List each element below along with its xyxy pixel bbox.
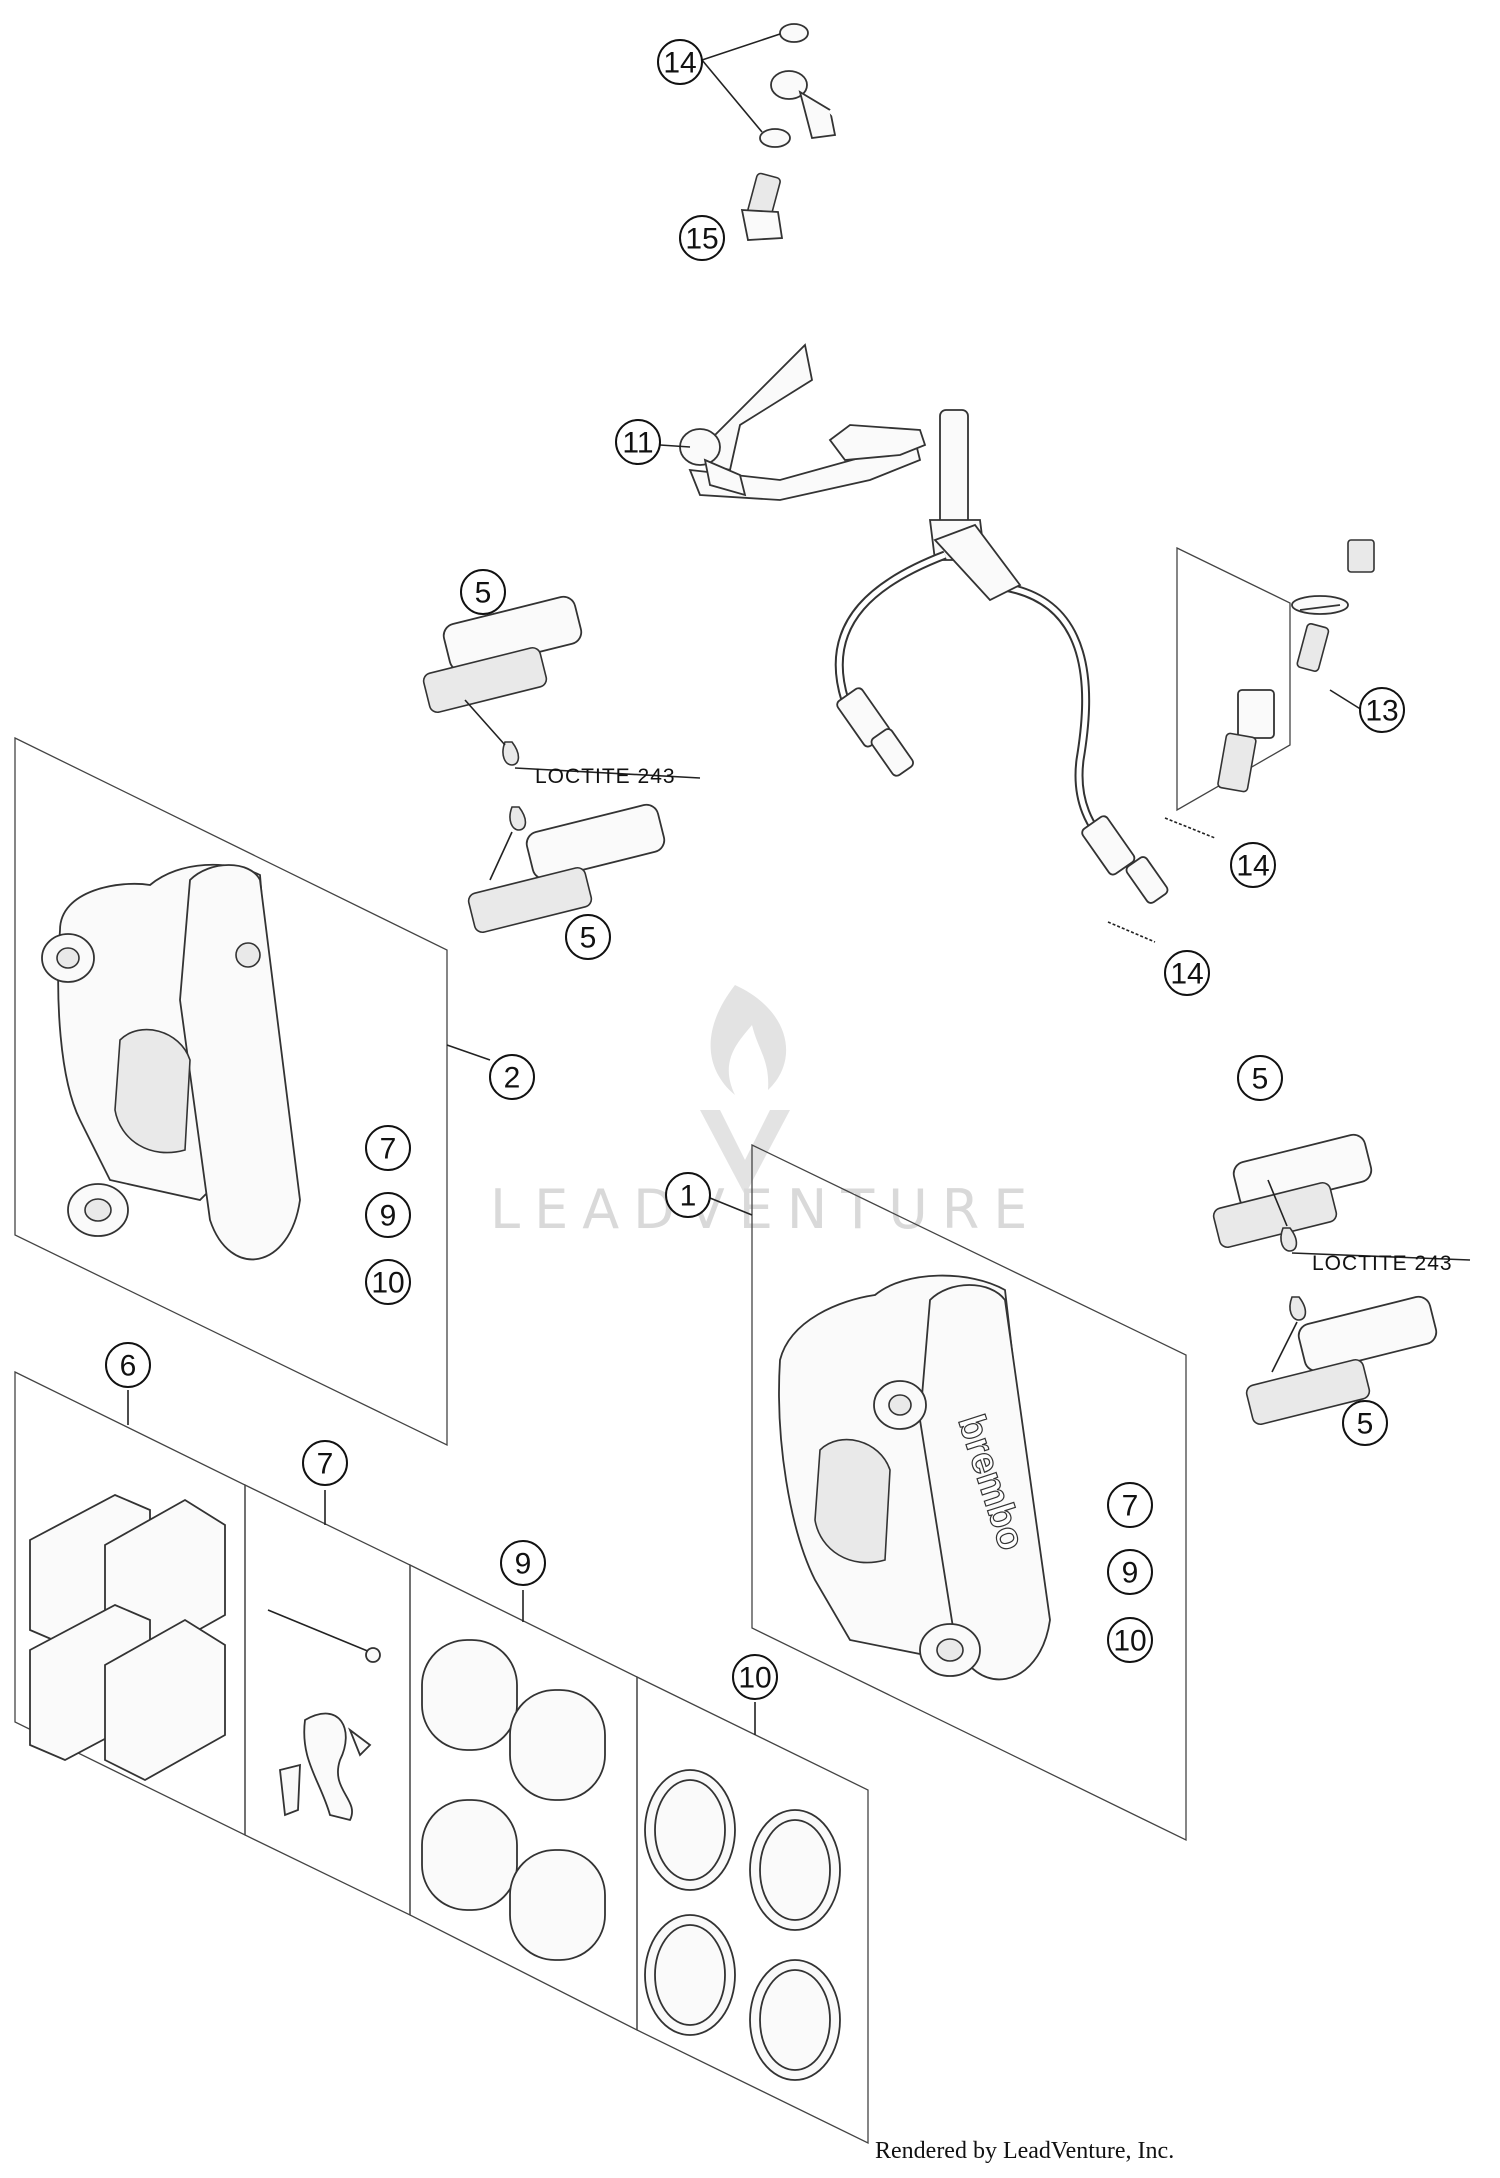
svg-text:10: 10 (738, 1662, 771, 1695)
svg-text:7: 7 (317, 1448, 334, 1481)
pistons-panel (409, 1563, 638, 2032)
brake-hose-assembly (759, 23, 1169, 904)
svg-text:7: 7 (380, 1133, 397, 1166)
svg-text:10: 10 (371, 1267, 404, 1300)
svg-text:6: 6 (120, 1350, 137, 1383)
svg-text:11: 11 (622, 427, 653, 460)
callout-11: 11 (615, 419, 661, 465)
callout-10-caliper-2: 10 (365, 1259, 411, 1305)
svg-text:5: 5 (580, 922, 597, 955)
callout-1: 1 (665, 1172, 711, 1218)
leadventure-watermark: LEADVENTURE (490, 985, 1041, 1241)
loctite-note-right: LOCTITE 243 (1312, 1252, 1453, 1275)
callout-6: 6 (105, 1342, 151, 1388)
callout-14-top: 14 (657, 39, 703, 85)
piston-seals (644, 1769, 841, 2081)
bleeder-kit-parts (1217, 539, 1375, 793)
springs (1107, 817, 1216, 943)
hose-junction-fitting (939, 409, 969, 531)
caliper-pin-kit (267, 1609, 381, 1822)
callout-10-caliper-1: 10 (1107, 1617, 1153, 1663)
loctite-note-left: LOCTITE 243 (535, 765, 676, 788)
svg-text:5: 5 (475, 577, 492, 610)
svg-text:5: 5 (1357, 1408, 1374, 1441)
callout-5-upper-left: 5 (460, 569, 506, 615)
mounting-bolts-left (422, 595, 666, 934)
mounting-bolts-right (1212, 1133, 1438, 1426)
svg-text:5: 5 (1252, 1063, 1269, 1096)
sealing-washer-top (779, 23, 809, 43)
callout-13: 13 (1359, 687, 1405, 733)
svg-text:7: 7 (1122, 1490, 1139, 1523)
brake-caliper-2 (41, 863, 301, 1261)
svg-text:2: 2 (504, 1062, 521, 1095)
banjo-bolt (740, 172, 784, 241)
svg-text:14: 14 (1236, 850, 1269, 883)
callout-7-caliper-2: 7 (365, 1125, 411, 1171)
svg-text:10: 10 (1113, 1625, 1146, 1658)
pin-kit-panel (244, 1483, 411, 1917)
callout-9-caliper-1: 9 (1107, 1549, 1153, 1595)
callout-14-bottom: 14 (1164, 950, 1210, 996)
svg-text:15: 15 (685, 223, 718, 256)
watermark-text: LEADVENTURE (490, 1178, 1041, 1241)
callout-10-seals: 10 (732, 1654, 778, 1700)
caliper-1-panel (751, 1143, 1187, 1842)
caliper-2-panel (14, 736, 448, 1447)
hose-bracket (679, 343, 927, 501)
callout-5-lower-right: 5 (1342, 1400, 1388, 1446)
brake-pads (29, 1494, 226, 1782)
svg-text:14: 14 (1170, 958, 1203, 991)
callout-7-caliper-1: 7 (1107, 1482, 1153, 1528)
callout-9-caliper-2: 9 (365, 1192, 411, 1238)
brake-caliper-1: brembo (778, 1274, 1051, 1681)
banjo-fitting (770, 70, 808, 100)
leader-lines (127, 33, 1471, 1735)
callout-5-lower-left: 5 (565, 914, 611, 960)
seals-panel (636, 1675, 869, 2145)
svg-text:9: 9 (380, 1200, 397, 1233)
render-credit: Rendered by LeadVenture, Inc. (875, 2138, 1174, 2164)
caliper-pistons (421, 1639, 606, 1961)
svg-text:1: 1 (680, 1180, 697, 1213)
callout-15: 15 (679, 215, 725, 261)
svg-text:9: 9 (1122, 1557, 1139, 1590)
callout-14-middle: 14 (1230, 842, 1276, 888)
callout-5-upper-right: 5 (1237, 1055, 1283, 1101)
callout-2: 2 (489, 1054, 535, 1100)
callout-7-pin-kit: 7 (302, 1440, 348, 1486)
svg-text:9: 9 (515, 1548, 532, 1581)
sealing-washer-bottom (759, 128, 791, 148)
svg-text:14: 14 (663, 47, 696, 80)
svg-text:13: 13 (1365, 695, 1398, 728)
callout-9-pistons: 9 (500, 1540, 546, 1586)
bleeder-kit-panel (1176, 546, 1291, 812)
